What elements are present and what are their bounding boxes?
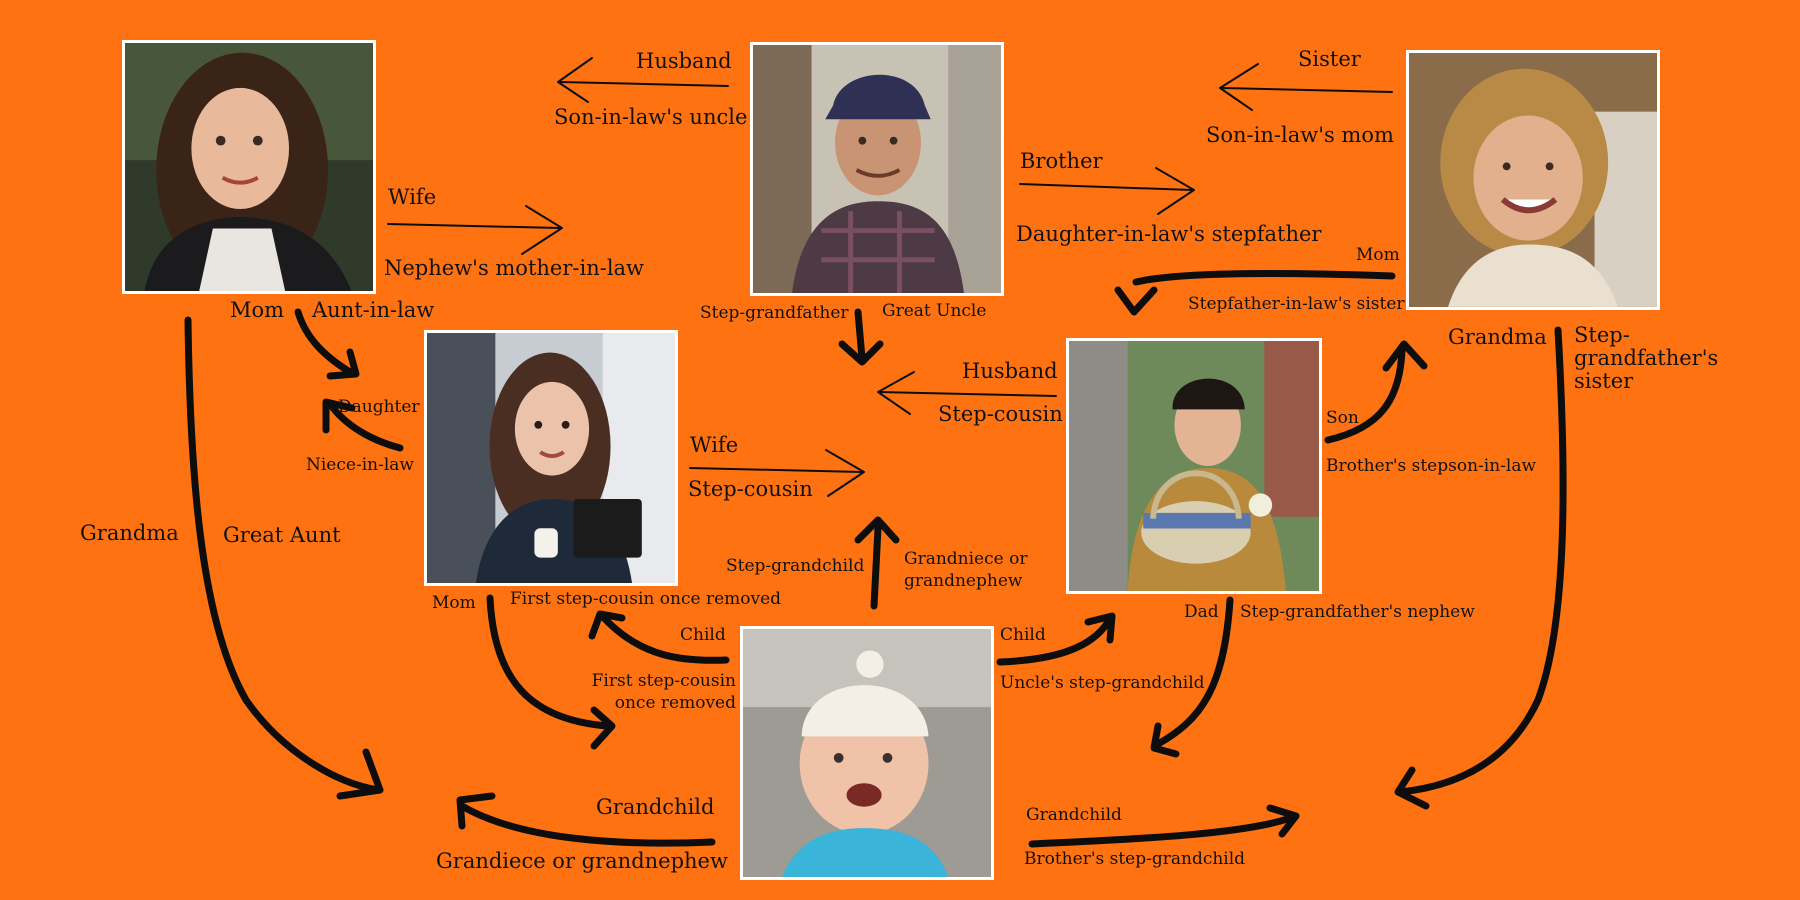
jess-label-step-grandfathers-nephew: Step-grandfather's nephew — [1240, 602, 1475, 622]
arrow-luke-to-liz — [1019, 167, 1195, 215]
man-with-basket-portrait-icon — [1069, 341, 1319, 591]
luke-to-lorelai-top: Husband — [636, 49, 732, 73]
liz-to-jess-bottom: Stepfather-in-law's sister — [1188, 294, 1405, 314]
baby-to-rory-top: Child — [680, 625, 726, 645]
luke-label-great-uncle: Great Uncle — [882, 301, 987, 321]
lorelai-to-rory-top: Daughter — [338, 397, 420, 417]
baby-to-luke-left: Step-grandchild — [726, 556, 865, 576]
lorelai-to-baby-left: Grandma — [80, 521, 179, 545]
photo-liz — [1406, 50, 1660, 310]
arrow-baby-to-center — [854, 516, 900, 610]
arrow-baby-to-liz — [1028, 804, 1300, 848]
baby-to-rory-bottom: First step-cousin once removed — [591, 671, 736, 714]
baby-to-liz-bottom: Brother's step-grandchild — [1024, 849, 1246, 869]
liz-label-step-grandfathers-sister: Step-grandfather's sister — [1574, 323, 1719, 394]
photo-luke — [750, 42, 1004, 296]
luke-to-lorelai-bottom: Son-in-law's uncle — [554, 105, 748, 129]
arrow-baby-to-lorelai — [456, 792, 716, 847]
lorelai-label-mom: Mom — [230, 298, 285, 322]
arrow-lorelai-to-baby — [184, 316, 384, 800]
arrow-rory-to-jess — [689, 449, 865, 497]
woman-with-clipboard-portrait-icon — [427, 333, 675, 583]
arrow-luke-to-center — [838, 308, 884, 366]
liz-to-luke-top: Sister — [1298, 47, 1361, 71]
jess-to-liz-bottom: Brother's stepson-in-law — [1326, 456, 1537, 476]
rory-label-first-step-cousin: First step-cousin once removed — [510, 589, 782, 609]
jess-to-rory-bottom: Step-cousin — [938, 402, 1063, 426]
liz-to-jess-top: Mom — [1356, 245, 1400, 265]
arrow-liz-to-luke — [1219, 63, 1393, 111]
photo-baby — [740, 626, 994, 880]
luke-to-liz-bottom: Daughter-in-law's stepfather — [1016, 222, 1322, 246]
woman-portrait-icon — [125, 43, 373, 291]
arrow-liz-to-baby — [1394, 326, 1567, 810]
arrow-luke-to-lorelai — [557, 57, 729, 103]
baby-to-jess-top: Child — [1000, 625, 1046, 645]
arrow-baby-to-rory — [588, 610, 730, 664]
arrow-jess-to-baby — [1150, 596, 1234, 758]
baby-to-lorelai-bottom: Grandiece or grandnephew — [436, 849, 728, 873]
jess-to-liz-top: Son — [1326, 408, 1359, 428]
liz-label-grandma: Grandma — [1448, 325, 1547, 349]
arrow-rory-to-baby — [486, 594, 616, 750]
photo-rory — [424, 330, 678, 586]
baby-to-lorelai-top: Grandchild — [596, 795, 715, 819]
lorelai-to-luke-bottom: Nephew's mother-in-law — [384, 256, 645, 280]
photo-lorelai — [122, 40, 376, 294]
luke-to-liz-top: Brother — [1020, 149, 1103, 173]
rory-to-jess-top: Wife — [690, 433, 739, 457]
baby-to-liz-top: Grandchild — [1026, 805, 1122, 825]
jess-to-rory-top: Husband — [962, 359, 1058, 383]
liz-to-luke-bottom: Son-in-law's mom — [1206, 123, 1394, 147]
lorelai-to-rory-bottom: Niece-in-law — [306, 455, 414, 475]
jess-label-dad: Dad — [1184, 602, 1219, 622]
arrow-rory-to-lorelai — [322, 398, 404, 452]
woman-smiling-portrait-icon — [1409, 53, 1657, 307]
luke-label-step-grandfather: Step-grandfather — [700, 303, 849, 323]
arrow-lorelai-to-rory — [294, 308, 360, 380]
arrow-jess-to-liz — [1324, 340, 1428, 444]
baby-to-jess-bottom: Uncle's step-grandchild — [1000, 673, 1205, 693]
lorelai-to-luke-top: Wife — [388, 185, 437, 209]
rory-to-jess-bottom: Step-cousin — [688, 477, 813, 501]
photo-jess — [1066, 338, 1322, 594]
lorelai-to-baby-right: Great Aunt — [223, 523, 341, 547]
baby-with-hat-portrait-icon — [743, 629, 991, 877]
arrow-lorelai-to-luke — [387, 205, 563, 255]
man-with-cap-portrait-icon — [753, 45, 1001, 293]
lorelai-label-aunt-in-law: Aunt-in-law — [312, 298, 435, 322]
arrow-baby-to-jess — [996, 612, 1116, 666]
arrow-jess-to-rory — [877, 371, 1057, 415]
baby-to-luke-right: Grandniece or grandnephew — [904, 549, 1028, 592]
arrow-liz-to-jess — [1114, 270, 1396, 316]
rory-label-mom: Mom — [432, 593, 476, 613]
